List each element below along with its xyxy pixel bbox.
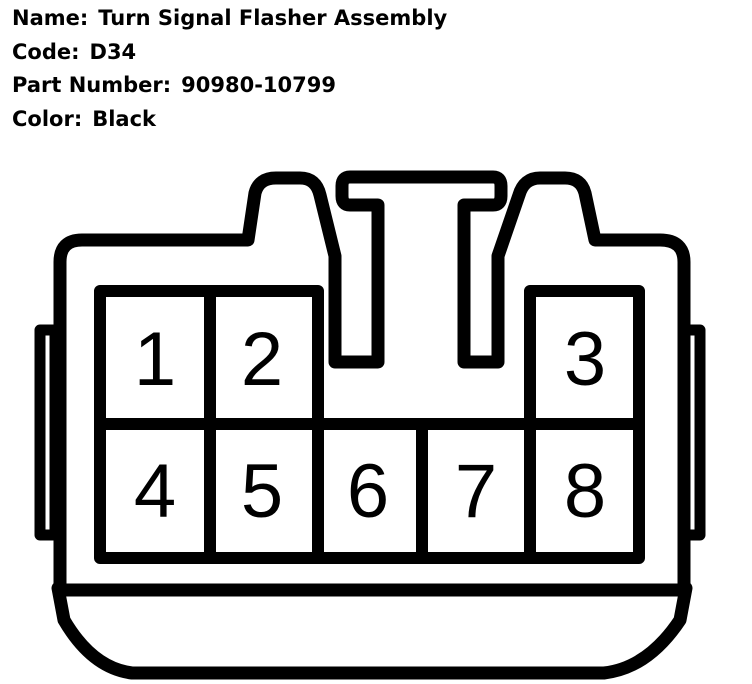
pin-number-2: 2	[241, 317, 283, 402]
name-value: Turn Signal Flasher Assembly	[98, 6, 448, 30]
code-value: D34	[89, 39, 137, 64]
pin-number-1: 1	[134, 317, 176, 402]
name-row: Name: Turn Signal Flasher Assembly	[12, 2, 447, 36]
left-latch-tab	[34, 324, 61, 541]
name-label: Name:	[12, 6, 89, 30]
pin-number-4: 4	[134, 449, 176, 534]
pin-number-6: 6	[347, 449, 389, 534]
part-number-value: 90980-10799	[181, 73, 336, 97]
pin-number-8: 8	[564, 449, 606, 534]
color-value: Black	[92, 106, 157, 131]
pin-number-3: 3	[564, 317, 606, 402]
code-label: Code:	[12, 39, 80, 64]
connector-housing	[53, 170, 691, 597]
color-label: Color:	[12, 106, 83, 131]
code-row: Code: D34	[12, 36, 447, 70]
pin-number-5: 5	[241, 449, 283, 534]
part-number-label: Part Number:	[12, 73, 172, 97]
connector-bottom-lip	[51, 581, 693, 680]
connector-info: Name: Turn Signal Flasher Assembly Code: D…	[12, 2, 447, 136]
part-number-row: Part Number: 90980-10799	[12, 69, 447, 103]
terminal-cavity-border	[94, 285, 645, 564]
pin-number-7: 7	[455, 449, 497, 534]
color-row: Color: Black	[12, 103, 447, 137]
